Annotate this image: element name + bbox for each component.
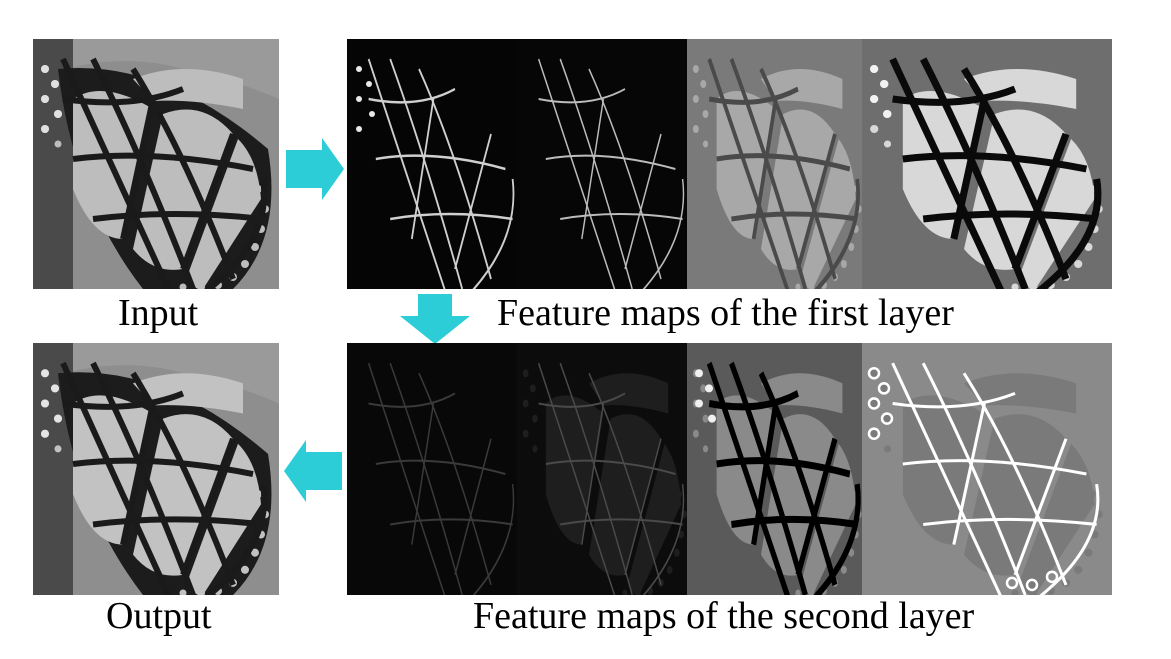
- arrow-down-icon: [400, 294, 470, 344]
- input-image: [33, 39, 279, 289]
- first-layer-maps: [347, 39, 1112, 289]
- arrow-right-icon: [286, 138, 344, 200]
- output-label: Output: [106, 595, 212, 637]
- first-layer-label: Feature maps of the first layer: [497, 292, 954, 334]
- arrow-left-icon: [284, 440, 342, 502]
- second-layer-label: Feature maps of the second layer: [473, 595, 975, 637]
- input-label: Input: [118, 292, 199, 334]
- output-image: [33, 343, 279, 595]
- second-layer-maps: [347, 343, 1112, 595]
